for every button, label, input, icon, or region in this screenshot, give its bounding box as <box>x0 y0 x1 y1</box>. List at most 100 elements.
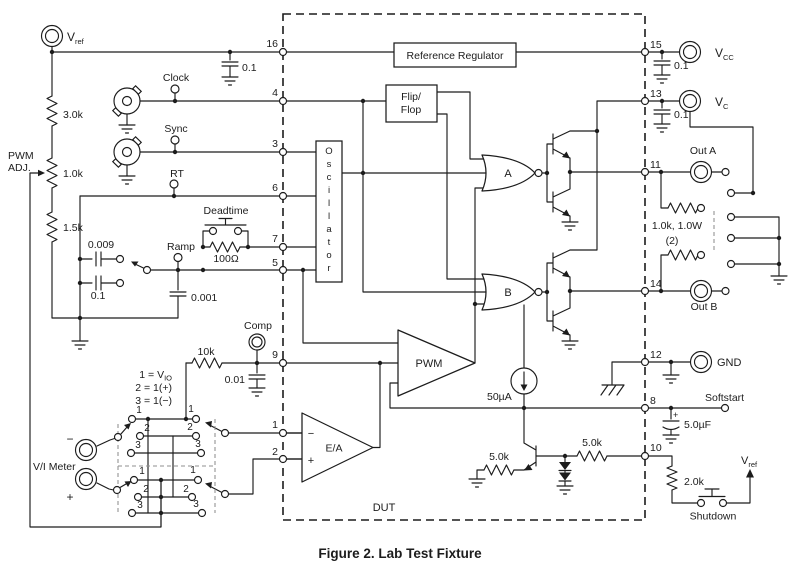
comp-label: Comp <box>244 320 272 332</box>
legend-line-3: 3 = 1(−) <box>135 395 172 407</box>
svg-text:3: 3 <box>195 439 201 450</box>
softstart-label: Softstart <box>705 392 744 404</box>
cap-vcc-label: 0.1 <box>674 60 689 72</box>
svg-text:r: r <box>327 263 330 274</box>
pin-1: 1 <box>272 419 278 431</box>
svg-text:i: i <box>328 185 330 196</box>
pin-9: 9 <box>272 349 278 361</box>
pin-16: 16 <box>266 38 278 50</box>
gate-a-label: A <box>504 168 512 180</box>
cap-001-label: 0.001 <box>191 292 217 304</box>
pin-5: 5 <box>272 257 278 269</box>
vcc-connector <box>678 40 702 64</box>
pwm-comparator <box>397 329 476 397</box>
resistor-2k-label: 2.0k <box>684 476 705 488</box>
svg-text:t: t <box>328 237 331 248</box>
rt-testpoint <box>169 179 179 189</box>
vref-arrow-label: Vref <box>741 455 758 469</box>
ramp-testpoint <box>173 252 183 263</box>
junction-dots <box>49 49 782 516</box>
pin-14: 14 <box>650 278 662 290</box>
pot-1k-label: 1.0k <box>63 168 84 180</box>
legend-line-1: 1 = VIO <box>139 369 172 383</box>
dut-label: DUT <box>373 502 396 514</box>
pwm-adj-label-2: ADJ. <box>8 162 31 174</box>
out-b-label: Out B <box>691 301 718 313</box>
resistor-5k-right-label: 5.0k <box>582 437 603 449</box>
pin-13: 13 <box>650 88 662 100</box>
gnd-label: GND <box>717 357 742 369</box>
vi-meter-label: V/I Meter <box>33 461 76 473</box>
gate-a <box>481 154 536 192</box>
svg-text:2: 2 <box>187 422 193 433</box>
svg-text:l: l <box>328 198 330 209</box>
pin-4: 4 <box>272 87 278 99</box>
current-source-label: 50µA <box>487 391 512 403</box>
open-terminals <box>112 167 736 518</box>
resistor-1k5-label: 1.5k <box>63 222 84 234</box>
oscillator-box <box>315 140 343 283</box>
ramp-label: Ramp <box>167 241 195 253</box>
svg-text:1: 1 <box>136 405 142 416</box>
svg-text:s: s <box>327 159 332 170</box>
ea-plus: + <box>308 455 314 467</box>
out-a-connector <box>689 160 713 184</box>
reference-regulator-box <box>393 42 517 68</box>
gate-b-inverting-bubble <box>534 287 543 297</box>
svg-text:2: 2 <box>183 484 189 495</box>
reference-regulator-label: Reference Regulator <box>407 50 504 62</box>
current-source-arrow-icon <box>520 384 528 391</box>
deadtime-label: Deadtime <box>204 205 249 217</box>
pwm-label: PWM <box>416 358 443 370</box>
clock-testpoint <box>170 84 180 94</box>
load-resistor-qty: (2) <box>666 235 679 247</box>
pin-10: 10 <box>650 442 662 454</box>
resistor-100-label: 100Ω <box>213 253 239 265</box>
dut-pins <box>278 47 650 464</box>
svg-text:1: 1 <box>188 404 194 415</box>
sync-bnc-connector <box>111 135 143 177</box>
svg-text:3: 3 <box>135 440 141 451</box>
vref-label: Vref <box>67 30 85 46</box>
softstart-cap-label: 5.0µF <box>684 419 711 431</box>
svg-text:o: o <box>326 250 331 261</box>
svg-text:c: c <box>327 172 332 183</box>
ea-minus: − <box>308 428 314 440</box>
svg-text:1: 1 <box>190 465 196 476</box>
labels: Vref Clock Sync RT Ramp Deadtime 100Ω Co… <box>8 30 758 561</box>
ground-symbols <box>71 74 788 495</box>
vcc-label: VCC <box>715 46 734 62</box>
resistor-10k-label: 10k <box>198 346 216 358</box>
resistor-5k-left-label: 5.0k <box>489 451 510 463</box>
meter-connector-neg <box>74 438 98 462</box>
gate-a-inverting-bubble <box>534 168 543 178</box>
load-resistor-label: 1.0k, 1.0W <box>652 220 702 232</box>
gate-b <box>481 273 536 311</box>
svg-text:2: 2 <box>143 484 149 495</box>
meter-connector-pos <box>74 467 98 491</box>
arrowheads <box>38 151 754 489</box>
figure-caption: Figure 2. Lab Test Fixture <box>318 546 482 561</box>
svg-text:2: 2 <box>144 423 150 434</box>
error-amp <box>301 412 374 483</box>
gnd-connector <box>689 350 713 374</box>
clock-bnc-connector <box>111 84 143 126</box>
svg-text:1: 1 <box>139 466 145 477</box>
cap-01-label: 0.1 <box>91 290 106 302</box>
meter-neg-label: − <box>66 432 73 446</box>
gate-b-label: B <box>504 287 511 299</box>
pin-6: 6 <box>272 182 278 194</box>
svg-text:a: a <box>326 224 332 235</box>
pin-15: 15 <box>650 39 662 51</box>
sync-testpoint <box>170 135 180 145</box>
shutdown-label: Shutdown <box>690 511 737 523</box>
svg-text:l: l <box>328 211 330 222</box>
diode-pair <box>559 462 571 481</box>
cap-pin16-label: 0.1 <box>242 62 257 74</box>
svg-text:3: 3 <box>137 500 143 511</box>
pin-3: 3 <box>272 138 278 150</box>
meter-pos-label: + <box>66 490 73 504</box>
pin-2: 2 <box>272 446 278 458</box>
rt-label: RT <box>170 168 184 180</box>
